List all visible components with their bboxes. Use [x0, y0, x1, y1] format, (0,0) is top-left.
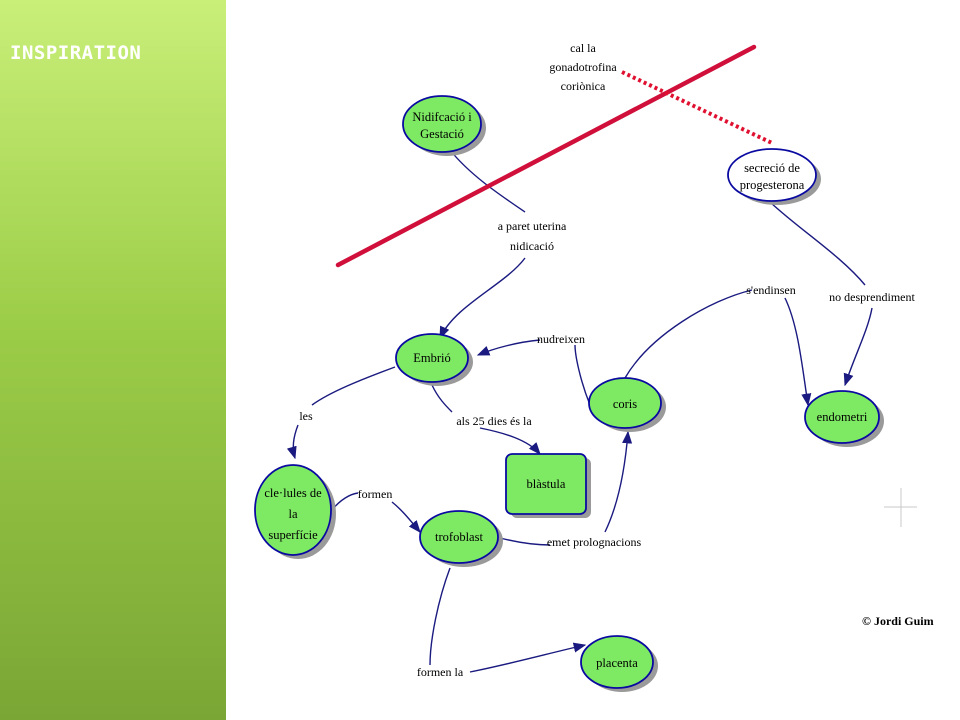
link-no-desprendiment-label: no desprendiment — [829, 290, 915, 304]
link-gonadotrofina-label-2: gonadotrofina — [549, 60, 617, 74]
connector-nidificacio-paret — [449, 149, 526, 213]
connector-paret-embrio — [439, 257, 526, 340]
node-cellules-label: cle·lules de — [264, 486, 322, 500]
connector-coris-nudreixen — [574, 344, 591, 406]
author-credit: © Jordi Guim — [862, 614, 934, 628]
connector-cellules-formen — [331, 492, 359, 511]
connector-trofoblast-emet — [499, 537, 551, 546]
node-cellules-label-3: superfície — [268, 528, 318, 542]
node-trofoblast — [419, 510, 499, 564]
node-cellules-label-2: la — [288, 507, 297, 521]
strike-line — [335, 44, 757, 268]
node-blastula — [505, 453, 587, 515]
connector-embrio-les — [311, 366, 396, 406]
link-formen-la-label: formen la — [417, 665, 464, 679]
connector-formenla-placenta — [469, 642, 587, 673]
connector-trofoblast-formenla — [429, 567, 451, 666]
link-gonadotrofina-label: cal la — [570, 41, 596, 55]
link-formen-label: formen — [358, 487, 393, 501]
dotted-inhibition-line — [621, 70, 773, 145]
node-endometri-label: endometri — [817, 410, 868, 424]
connector-embrio-als25 — [431, 384, 453, 413]
connector-nudreixen-embrio — [476, 339, 541, 356]
node-trofoblast-label: trofoblast — [435, 530, 483, 544]
node-placenta — [580, 635, 654, 689]
connector-nodesp-endometri — [843, 307, 873, 387]
link-als-25-dies-label: als 25 dies és la — [456, 414, 532, 428]
node-coris — [588, 377, 662, 429]
sidebar-panel: INSPIRATION — [0, 0, 226, 720]
link-nudreixen-label: nudreixen — [537, 332, 585, 346]
node-endometri — [804, 390, 880, 444]
node-placenta-label: placenta — [596, 656, 638, 670]
node-coris-label: coris — [613, 397, 637, 411]
node-nidificacio-label-2: Gestació — [420, 127, 464, 141]
node-nidificacio — [402, 95, 482, 153]
connector-les-cellules — [286, 424, 299, 460]
node-secrecio-label: secreció de — [744, 161, 800, 175]
connector-coris-endinsen — [624, 289, 753, 379]
link-endinsen-label: s'endinsen — [746, 283, 796, 297]
node-blastula-label: blàstula — [527, 477, 566, 491]
node-secrecio-label-2: progesterona — [740, 178, 805, 192]
connector-emet-coris — [604, 430, 633, 533]
link-paret-uterina-label: a paret uterina — [498, 219, 567, 233]
connector-formen-trofoblast — [391, 501, 421, 533]
node-embrio — [395, 333, 469, 383]
link-emet-prolognacions-label: emet prolognacions — [547, 535, 642, 549]
link-paret-uterina-label-2: nidicació — [510, 239, 554, 253]
node-embrio-label: Embrió — [413, 351, 451, 365]
node-cellules — [254, 464, 332, 556]
slide-title: INSPIRATION — [10, 42, 142, 64]
connector-endinsen-endometri — [784, 297, 812, 407]
link-les-label: les — [299, 409, 313, 423]
connector-als25-blastula — [479, 427, 541, 455]
node-nidificacio-label: Nidifcació i — [412, 110, 472, 124]
connector-secrecio-nodesp — [769, 201, 866, 286]
node-secrecio-progesterona — [727, 148, 817, 202]
crosshair-mark — [884, 488, 917, 527]
link-gonadotrofina-label-3: coriònica — [561, 79, 606, 93]
